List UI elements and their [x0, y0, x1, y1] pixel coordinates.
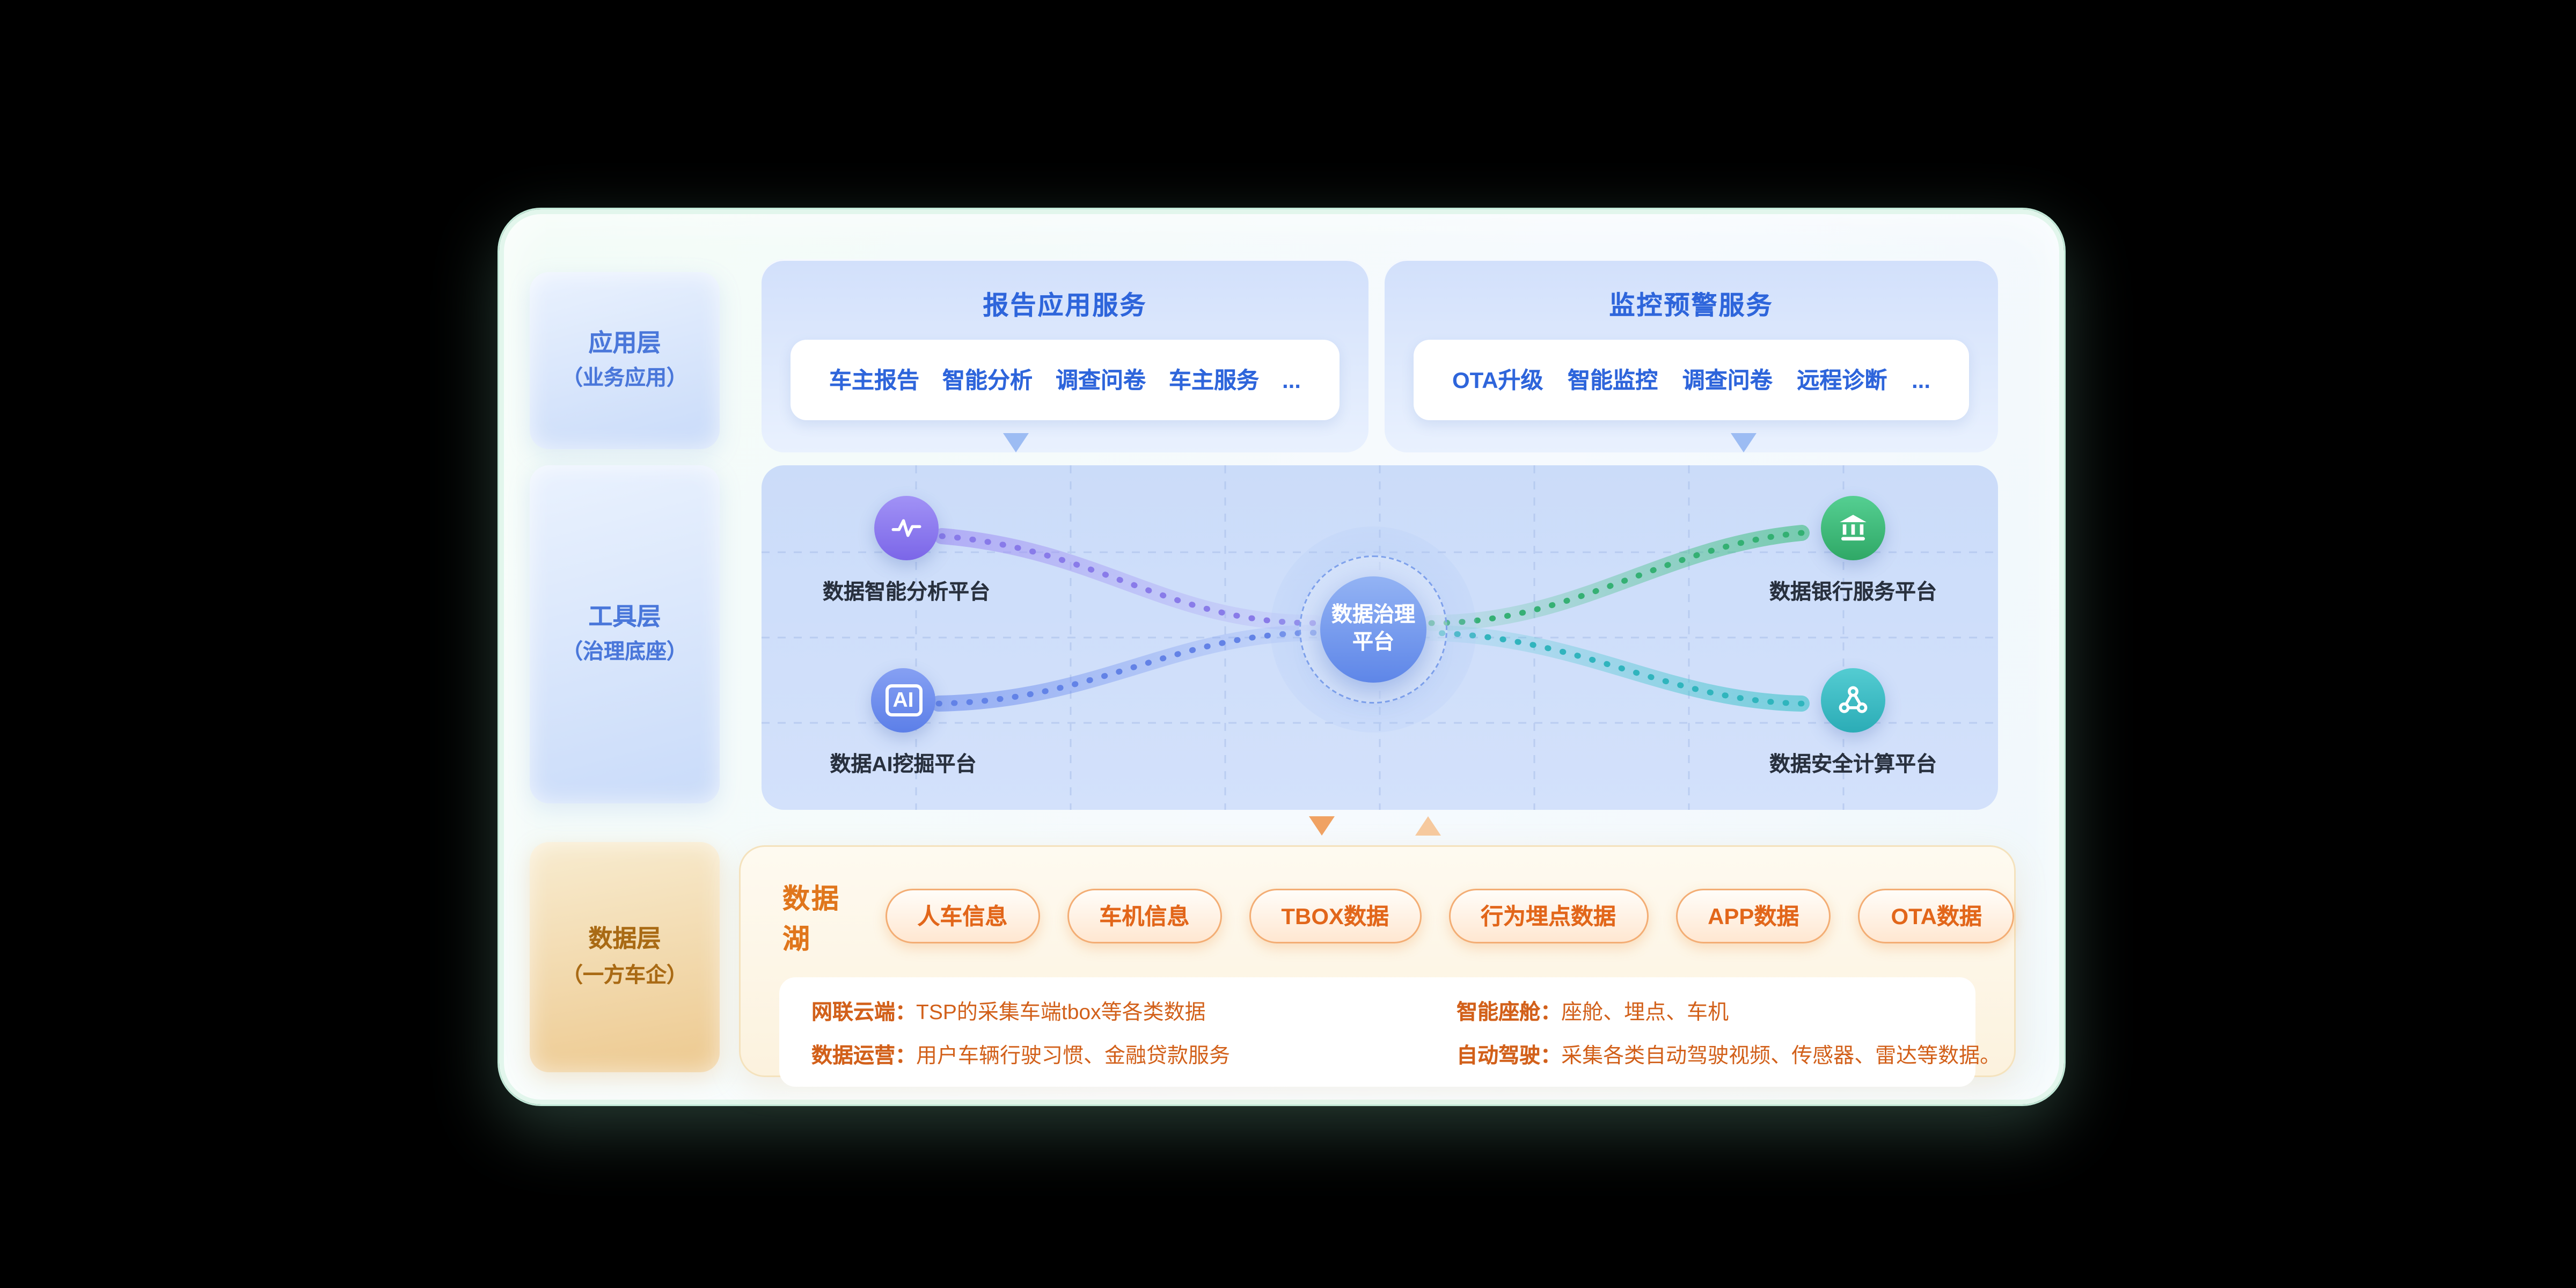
service-item: 车主报告	[829, 367, 919, 393]
data-lake-title: 数据湖	[782, 884, 840, 955]
node-label: 数据银行服务平台	[1769, 580, 1937, 604]
node-data-bank-platform: 数据银行服务平台	[1732, 496, 1974, 605]
data-governance-platform: 数据治理 平台	[1320, 576, 1426, 683]
service-item: 智能监控	[1568, 367, 1658, 393]
report-service-title: 报告应用服务	[983, 293, 1147, 320]
main-panel: 应用层 （业务应用） 工具层 （治理底座） 数据层 （一方车企） 报告应用服务 …	[499, 209, 2064, 1104]
detail-text: 用户车辆行驶习惯、金融贷款服务	[916, 1043, 1231, 1067]
ai-glyph: AI	[884, 684, 922, 716]
layer-application-title: 应用层	[588, 330, 661, 357]
tag-pill: TBOX数据	[1249, 889, 1422, 943]
detail-column-left: 网联云端：TSP的采集车端tbox等各类数据 数据运营：用户车辆行驶习惯、金融贷…	[811, 995, 1457, 1069]
data-lake-panel: 数据湖 人车信息 车机信息 TBOX数据 行为埋点数据 APP数据 OTA数据 …	[739, 845, 2016, 1087]
center-label-line2: 平台	[1352, 630, 1394, 654]
node-label: 数据智能分析平台	[822, 580, 990, 604]
report-service-panel: 报告应用服务 车主报告 智能分析 调查问卷 车主服务 ...	[762, 259, 1368, 452]
service-item: ...	[1282, 367, 1301, 393]
center-label-line1: 数据治理	[1331, 602, 1415, 627]
service-item: 车主服务	[1168, 367, 1259, 393]
layer-application: 应用层 （业务应用）	[530, 272, 720, 449]
service-item: OTA升级	[1452, 367, 1543, 393]
tag-pill: 车机信息	[1067, 889, 1222, 943]
ai-icon: AI	[871, 668, 935, 733]
service-item: ...	[1911, 367, 1930, 393]
node-secure-compute-platform: 数据安全计算平台	[1732, 668, 1974, 778]
node-label: 数据AI挖掘平台	[830, 752, 977, 776]
tag-pill: OTA数据	[1858, 889, 2014, 943]
layer-data-subtitle: （一方车企）	[561, 962, 687, 987]
detail-row: 网联云端：TSP的采集车端tbox等各类数据	[811, 995, 1457, 1026]
layer-tool-title: 工具层	[588, 603, 661, 631]
share-nodes-icon	[1821, 668, 1885, 733]
detail-row: 智能座舱：座舱、埋点、车机	[1457, 995, 1943, 1026]
detail-row: 数据运营：用户车辆行驶习惯、金融贷款服务	[811, 1038, 1457, 1069]
detail-text: 座舱、埋点、车机	[1561, 1000, 1729, 1024]
monitor-service-panel: 监控预警服务 OTA升级 智能监控 调查问卷 远程诊断 ...	[1385, 259, 1998, 452]
node-label: 数据安全计算平台	[1769, 752, 1937, 776]
layer-data-title: 数据层	[588, 926, 661, 954]
report-service-items: 车主报告 智能分析 调查问卷 车主服务 ...	[791, 340, 1340, 420]
node-ai-mining-platform: AI 数据AI挖掘平台	[782, 668, 1024, 778]
data-lake-tags: 人车信息 车机信息 TBOX数据 行为埋点数据 APP数据 OTA数据	[885, 889, 2014, 943]
data-lake-header: 数据湖 人车信息 车机信息 TBOX数据 行为埋点数据 APP数据 OTA数据	[741, 847, 2014, 956]
service-item: 远程诊断	[1797, 367, 1887, 393]
detail-row: 自动驾驶：采集各类自动驾驶视频、传感器、雷达等数据。	[1457, 1038, 2001, 1069]
detail-text: TSP的采集车端tbox等各类数据	[916, 1000, 1206, 1024]
detail-column-right: 智能座舱：座舱、埋点、车机 自动驾驶：采集各类自动驾驶视频、传感器、雷达等数据。	[1457, 995, 2001, 1069]
service-item: 智能分析	[942, 367, 1033, 393]
detail-label: 自动驾驶：	[1457, 1043, 1562, 1067]
platform-map-panel: 数据智能分析平台 AI 数据AI挖掘平台	[762, 465, 1998, 810]
pulse-chart-icon	[874, 496, 939, 560]
layer-application-subtitle: （业务应用）	[561, 365, 687, 390]
tag-pill: 人车信息	[885, 889, 1040, 943]
connection-curves	[762, 465, 1998, 810]
detail-text: 采集各类自动驾驶视频、传感器、雷达等数据。	[1561, 1043, 2001, 1067]
layer-data: 数据层 （一方车企）	[530, 842, 720, 1072]
bank-icon	[1821, 496, 1885, 560]
service-item: 调查问卷	[1682, 367, 1773, 393]
monitor-service-items: OTA升级 智能监控 调查问卷 远程诊断 ...	[1414, 340, 1969, 420]
service-item: 调查问卷	[1055, 367, 1146, 393]
tag-pill: 行为埋点数据	[1448, 889, 1649, 943]
layer-tool-subtitle: （治理底座）	[561, 639, 687, 664]
detail-label: 网联云端：	[811, 1000, 917, 1024]
monitor-service-title: 监控预警服务	[1609, 293, 1774, 320]
down-arrow-icon	[1003, 433, 1029, 452]
down-arrow-icon	[1309, 816, 1335, 836]
detail-label: 智能座舱：	[1457, 1000, 1562, 1024]
data-lake-detail-box: 网联云端：TSP的采集车端tbox等各类数据 数据运营：用户车辆行驶习惯、金融贷…	[779, 977, 2001, 1087]
detail-label: 数据运营：	[811, 1043, 917, 1067]
tag-pill: APP数据	[1675, 889, 1832, 943]
node-analysis-platform: 数据智能分析平台	[786, 496, 1027, 605]
up-arrow-icon	[1415, 816, 1441, 836]
layer-tool: 工具层 （治理底座）	[530, 465, 720, 803]
down-arrow-icon	[1731, 433, 1757, 452]
